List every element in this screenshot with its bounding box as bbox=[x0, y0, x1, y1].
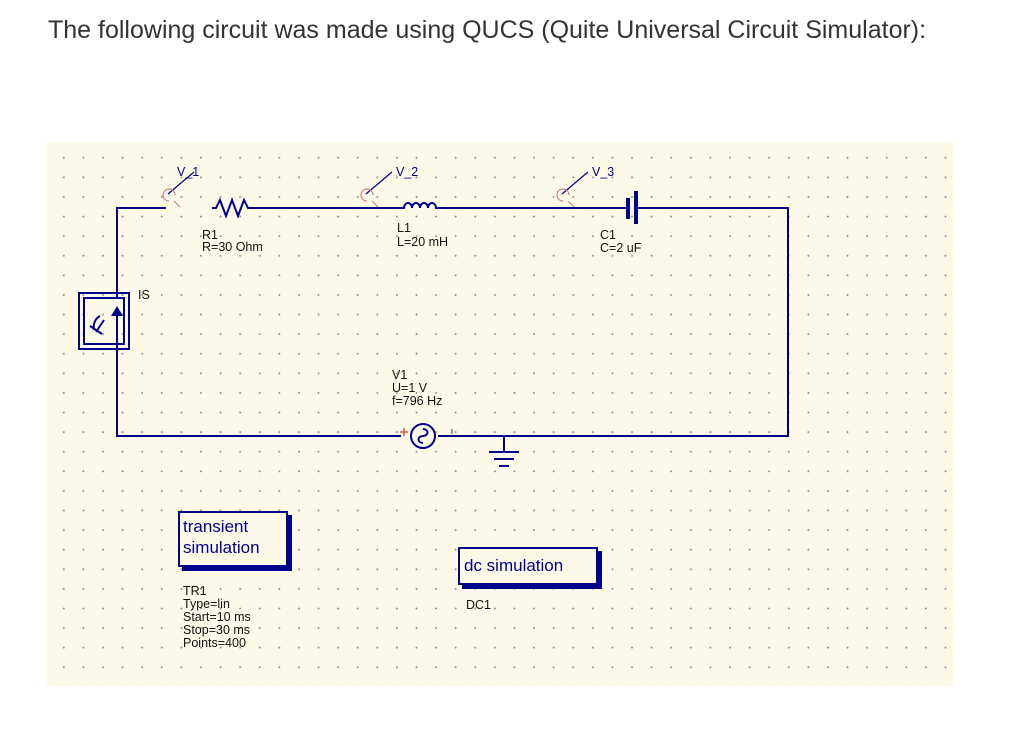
wire-r1-to-l1 bbox=[256, 207, 374, 209]
wire-top-right bbox=[644, 207, 788, 209]
voltage-probe-3-label: V_3 bbox=[592, 165, 615, 179]
dc-title: dc simulation bbox=[464, 556, 564, 575]
voltage-probe-2-icon[interactable] bbox=[358, 170, 394, 214]
wire-right bbox=[787, 207, 789, 437]
resistor-value: R=30 Ohm bbox=[202, 240, 263, 254]
ground-icon bbox=[489, 451, 519, 467]
current-probe-name: IS bbox=[138, 288, 150, 302]
transient-param-points: Points=400 bbox=[183, 636, 246, 650]
wire-left-lower bbox=[116, 345, 118, 437]
transient-param-stop: Stop=30 ms bbox=[183, 623, 251, 637]
capacitor-name: C1 bbox=[600, 228, 616, 242]
source-frequency: f=796 Hz bbox=[392, 394, 443, 408]
resistor-name: R1 bbox=[202, 228, 218, 242]
wire-l1-to-c1 bbox=[461, 207, 621, 209]
dc-simulation-block[interactable]: dc simulation bbox=[458, 547, 598, 585]
wire-left-upper bbox=[116, 207, 118, 297]
voltage-probe-1-label: V_1 bbox=[177, 165, 200, 179]
transient-param-start: Start=10 ms bbox=[183, 610, 251, 624]
capacitor-value: C=2 uF bbox=[600, 241, 642, 255]
voltage-probe-3-icon[interactable] bbox=[554, 170, 590, 214]
inductor-name: L1 bbox=[397, 221, 411, 235]
voltage-probe-2-label: V_2 bbox=[396, 165, 419, 179]
transient-param-type: Type=lin bbox=[183, 597, 230, 611]
ac-source-icon[interactable] bbox=[394, 418, 464, 454]
schematic-canvas[interactable]: V_1 V_2 V_3 R1 R=30 Ohm L1 L=20 mH C1 C=… bbox=[46, 142, 954, 686]
resistor-symbol[interactable] bbox=[212, 196, 258, 219]
transient-title-line2: simulation bbox=[183, 538, 260, 557]
dc-name: DC1 bbox=[466, 598, 492, 612]
wire-ground bbox=[503, 435, 505, 451]
wire-bottom-right bbox=[438, 435, 789, 437]
current-probe-icon[interactable] bbox=[78, 292, 136, 352]
source-amplitude: U=1 V bbox=[392, 381, 428, 395]
capacitor-symbol[interactable] bbox=[618, 188, 648, 228]
source-name: V1 bbox=[392, 368, 408, 382]
question-text: The following circuit was made using QUC… bbox=[48, 16, 927, 44]
inductor-symbol[interactable] bbox=[372, 192, 464, 214]
wire-top-left bbox=[116, 207, 166, 209]
inductor-value: L=20 mH bbox=[397, 235, 449, 249]
wire-bottom-left bbox=[116, 435, 401, 437]
voltage-probe-1-icon[interactable] bbox=[160, 170, 196, 214]
transient-name: TR1 bbox=[183, 584, 207, 598]
transient-simulation-block[interactable]: transient simulation bbox=[178, 511, 288, 567]
transient-title-line1: transient bbox=[183, 517, 249, 536]
